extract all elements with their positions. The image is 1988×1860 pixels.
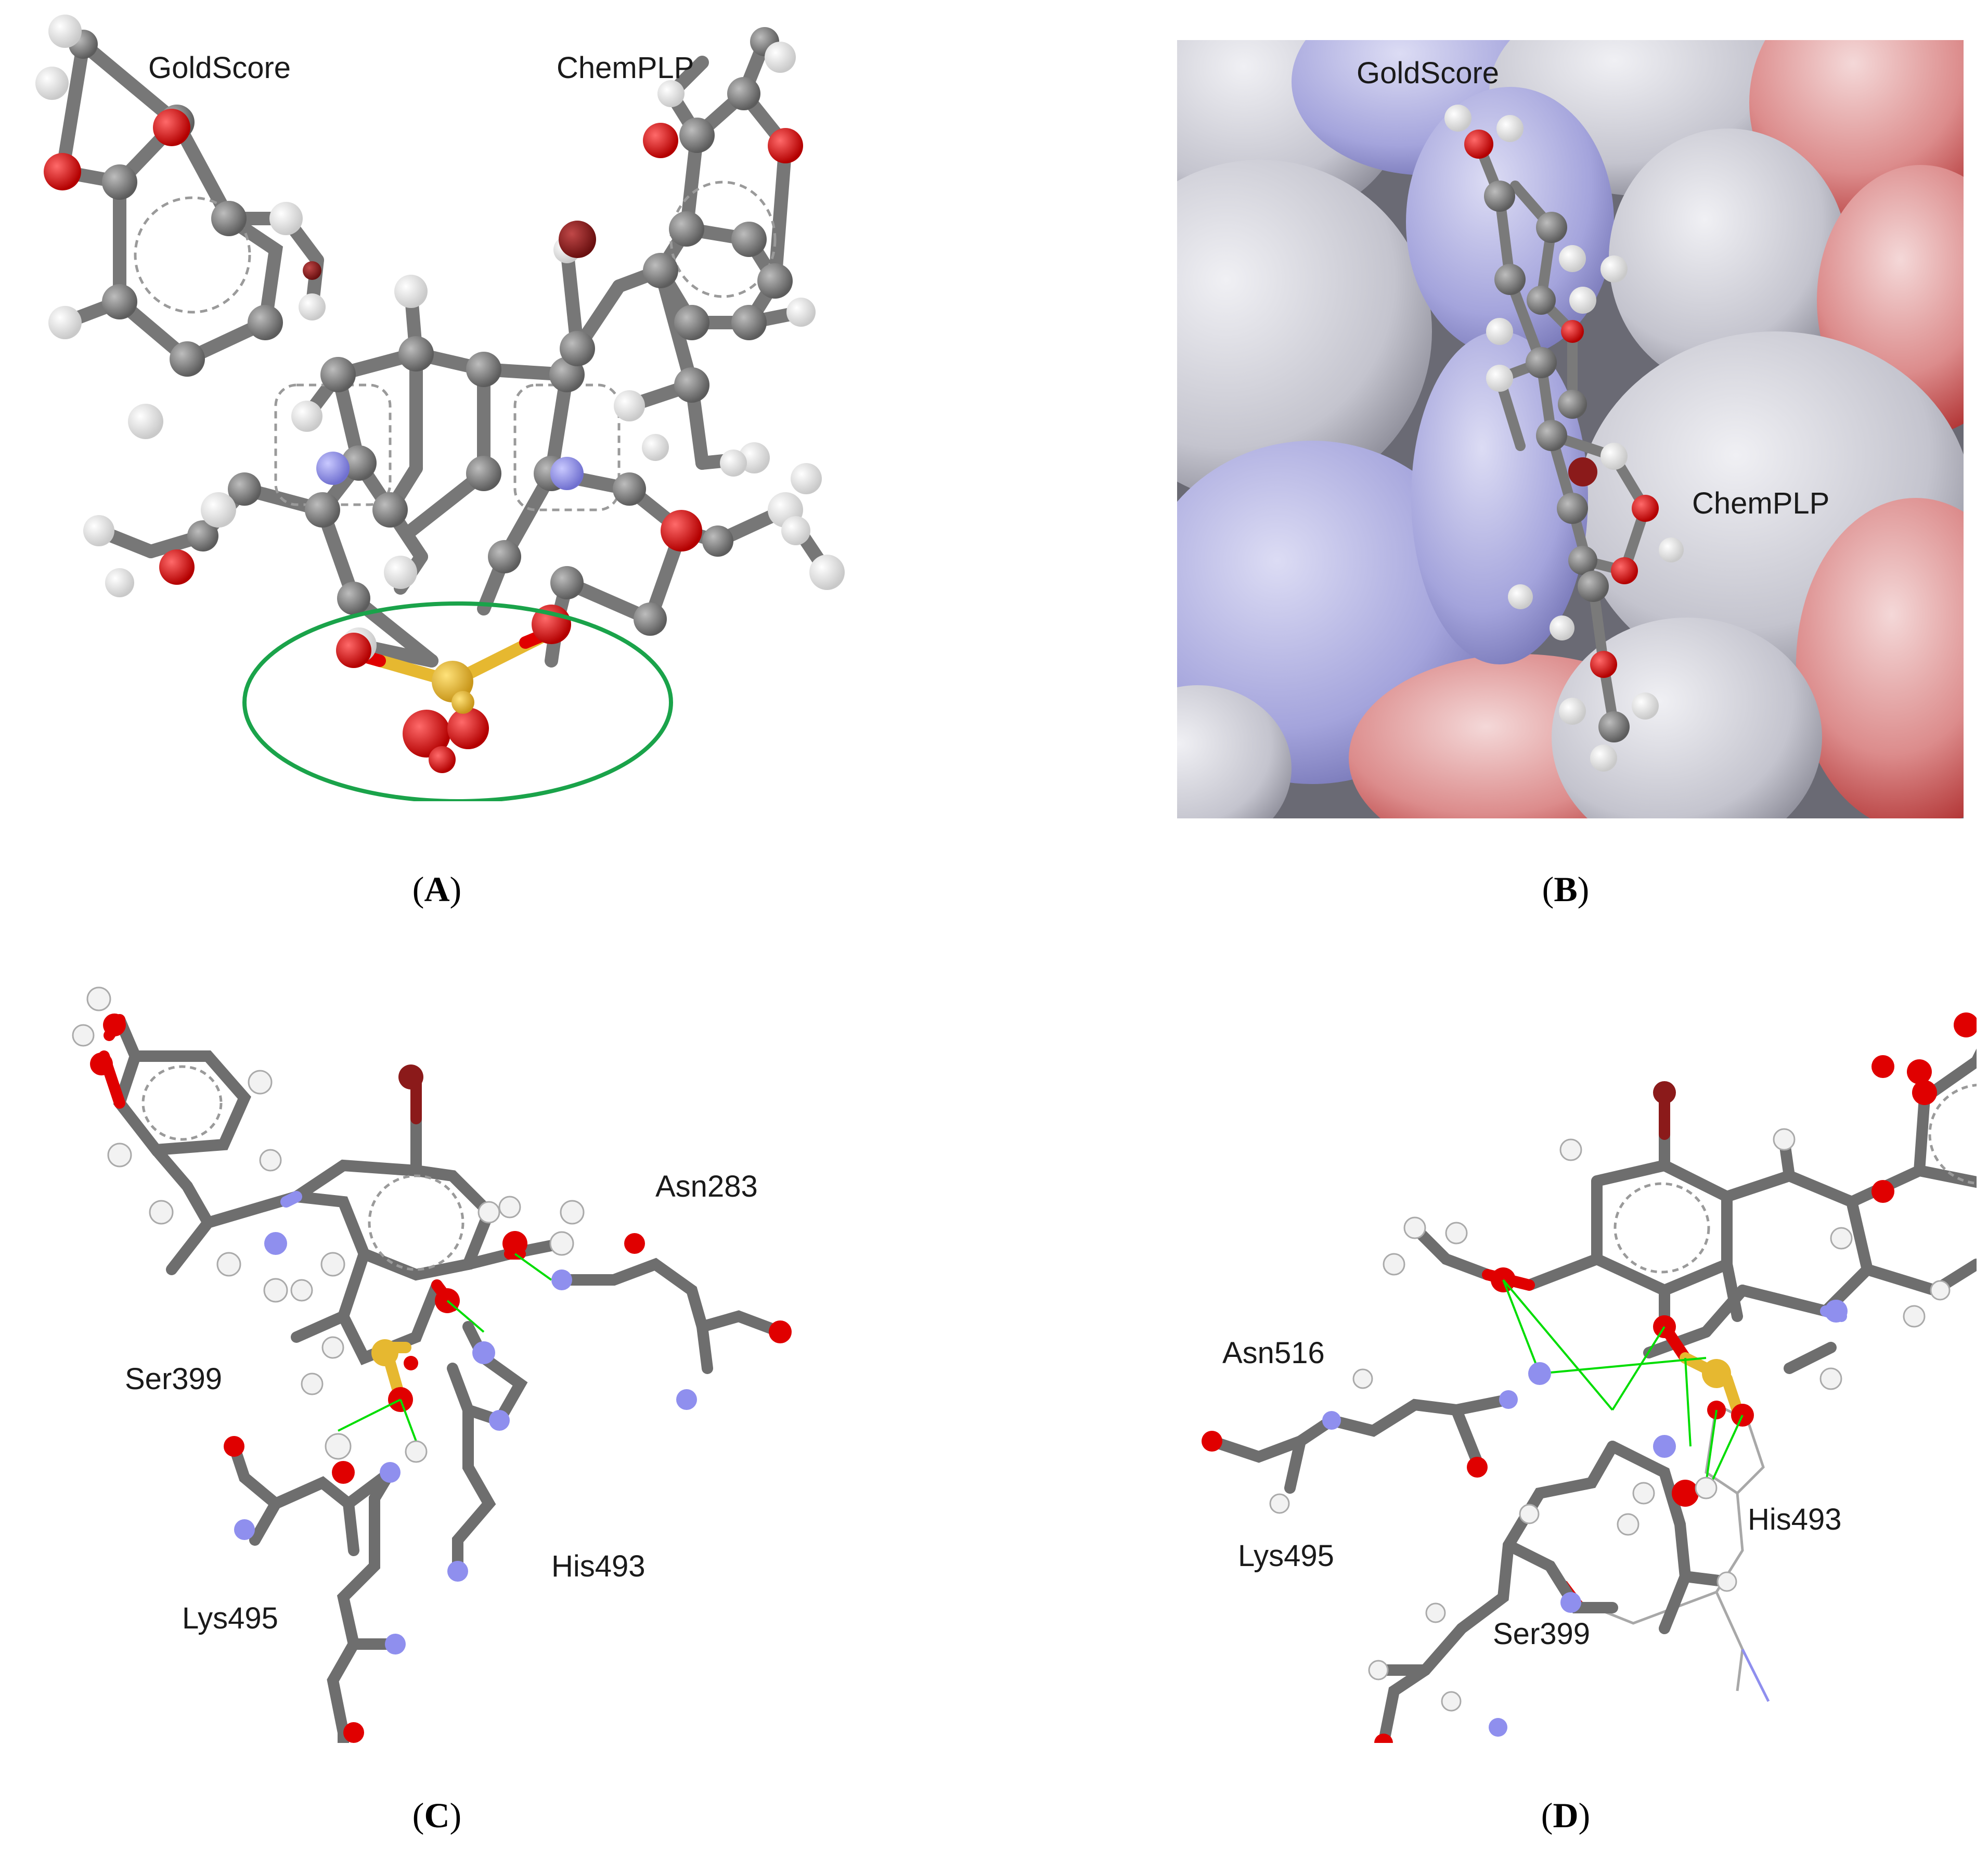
panel-d-label-asn516: Asn516 (1222, 1336, 1325, 1370)
panel-d-label-ser399: Ser399 (1493, 1617, 1590, 1651)
panel-c-label-his493: His493 (551, 1549, 646, 1583)
panel-a-sulfonyl-highlight-ellipse (242, 601, 673, 801)
panel-c-label-asn283: Asn283 (655, 1170, 758, 1203)
panel-b-surface-view: GoldScore ChemPLP (1177, 40, 1964, 818)
panel-a-hydrogen-atoms (35, 15, 845, 663)
panel-b-protein-surface (1177, 40, 1964, 818)
panel-b-label-goldscore: GoldScore (1357, 56, 1499, 90)
panel-c-residue-sticks (228, 1258, 786, 1743)
panel-c-label-ser399: Ser399 (125, 1362, 222, 1396)
panel-a-bromine-atoms (303, 221, 596, 280)
panel-d-interaction-diagram: Asn516 Lys495 His493 Ser399 (1165, 952, 1977, 1743)
panel-d-label-his493: His493 (1748, 1503, 1842, 1536)
panel-d-caption: (D) (1541, 1795, 1591, 1835)
panel-b-ligand-atoms (1444, 105, 1684, 772)
panel-b-caption: (B) (1542, 869, 1590, 909)
panel-a-nitrogen-atoms (316, 452, 584, 490)
panel-a-oxygen-atoms (44, 109, 803, 773)
panel-b-surface-render: GoldScore ChemPLP (1177, 40, 1964, 818)
panel-a-label-goldscore: GoldScore (148, 51, 291, 85)
panel-a-ligand-overlay: GoldScore ChemPLP (16, 10, 900, 801)
panel-c-label-lys495: Lys495 (182, 1601, 278, 1635)
panel-d-label-lys495: Lys495 (1238, 1539, 1334, 1573)
panel-d-molecule-render: Asn516 Lys495 His493 Ser399 (1202, 1012, 1977, 1743)
panel-c-interaction-diagram: Asn283 Ser399 His493 Lys495 (52, 952, 884, 1743)
panel-b-label-chemplp: ChemPLP (1692, 486, 1829, 520)
panel-c-molecule-render: Asn283 Ser399 His493 Lys495 (72, 986, 792, 1743)
panel-c-aromatic-rings (141, 1065, 464, 1271)
panel-c-hydrogen-bonds (338, 1253, 552, 1442)
panel-a-caption: (A) (412, 869, 462, 909)
panel-d-hydrogen-bonds (1502, 1279, 1744, 1483)
panel-d-residue-atoms (1202, 1362, 1737, 1743)
panel-c-ligand-sticks (113, 1014, 567, 1365)
panel-d-ligand-atoms (1383, 1012, 1977, 1427)
panel-d-aromatic-rings (1613, 1083, 1977, 1274)
panel-a-sulfur-atom (432, 661, 474, 714)
panel-d-residue-sticks (1206, 1394, 1733, 1743)
panel-a-molecule-render: GoldScore ChemPLP (35, 15, 845, 801)
panel-d-ligand-sticks (1409, 1048, 1977, 1374)
panel-a-label-chemplp: ChemPLP (557, 51, 694, 85)
panel-c-residue-atoms (224, 1233, 792, 1743)
panel-c-caption: (C) (412, 1795, 462, 1835)
